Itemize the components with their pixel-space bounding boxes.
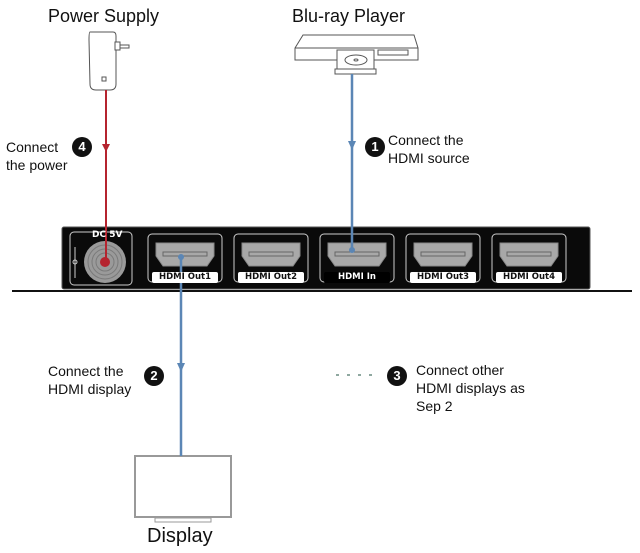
port-label-hdmi-in: HDMI In xyxy=(324,272,390,283)
hdmi-port-hdmi-in xyxy=(319,233,395,283)
step-1-badge: 1 xyxy=(365,137,385,157)
step-4-line2: the power xyxy=(6,157,68,173)
display-icon xyxy=(134,455,232,523)
step-1-line2: HDMI source xyxy=(388,150,470,166)
display-label: Display xyxy=(147,525,213,547)
step-4-line1: Connect xyxy=(6,139,59,155)
step-2-badge: 2 xyxy=(144,366,164,386)
port-label-hdmi-out4: HDMI Out4 xyxy=(496,272,562,283)
bluray-player-label: Blu-ray Player xyxy=(292,6,406,26)
step-2-line2: HDMI display xyxy=(48,381,132,397)
hdmi-display-cable xyxy=(177,254,185,456)
power-supply-label: Power Supply xyxy=(48,6,160,26)
power-cable xyxy=(102,90,110,262)
step-3-line1: Connect other xyxy=(416,362,504,378)
bluray-player-icon xyxy=(294,34,419,75)
dc-port-label: DC 5V xyxy=(92,230,123,240)
port-label-hdmi-out1: HDMI Out1 xyxy=(152,272,218,283)
step-1-line1: Connect the xyxy=(388,132,464,148)
step-2-line1: Connect the xyxy=(48,363,124,379)
power-supply-icon xyxy=(88,31,130,91)
hdmi-source-cable xyxy=(348,74,356,253)
step-3-badge: 3 xyxy=(387,366,407,386)
polarity-icon xyxy=(72,247,78,278)
step-3-line3: Sep 2 xyxy=(416,398,453,414)
step-3-line2: HDMI displays as xyxy=(416,380,525,396)
step-4-badge: 4 xyxy=(72,137,92,157)
port-label-hdmi-out3: HDMI Out3 xyxy=(410,272,476,283)
hdmi-port-hdmi-out4 xyxy=(491,233,567,283)
port-label-hdmi-out2: HDMI Out2 xyxy=(238,272,304,283)
dc-port-frame xyxy=(69,231,133,286)
